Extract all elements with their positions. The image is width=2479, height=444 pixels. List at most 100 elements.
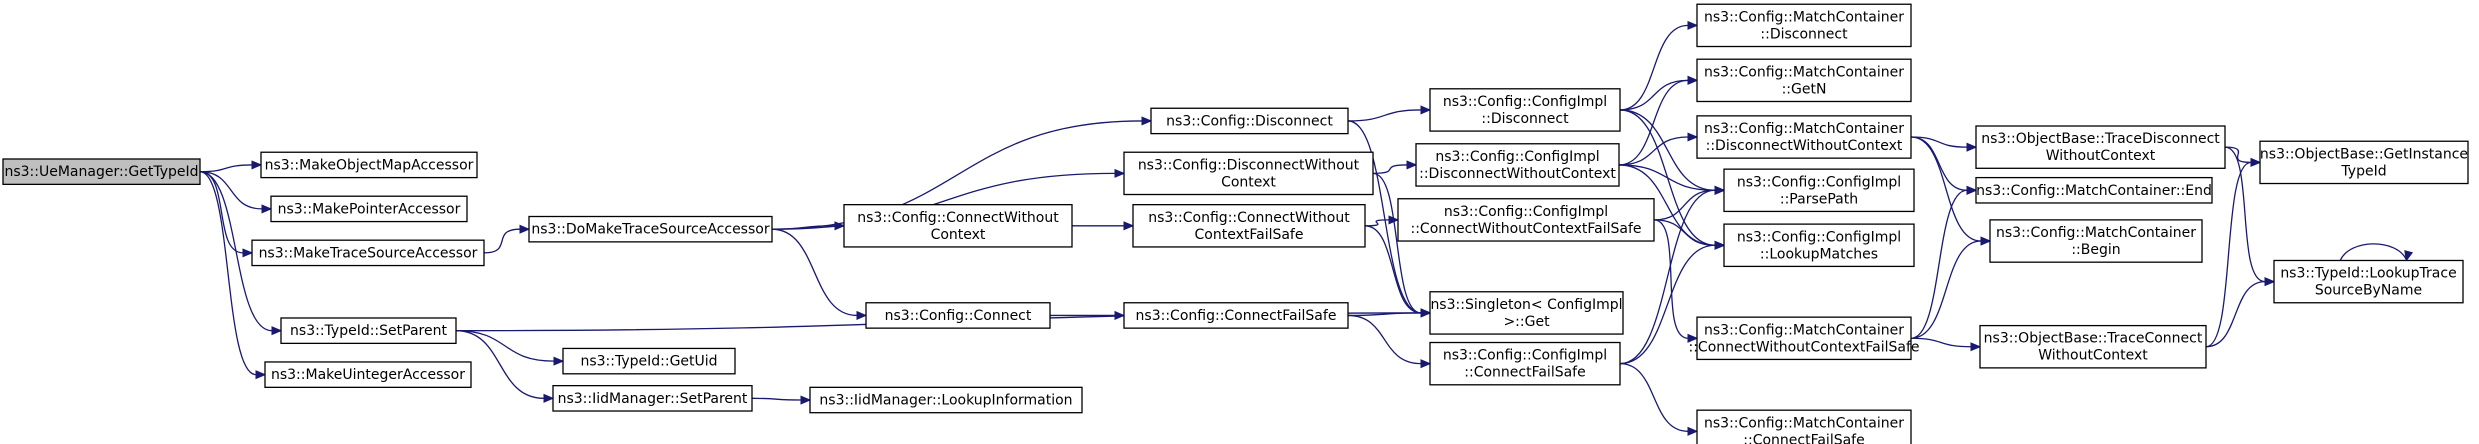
node-box xyxy=(562,347,736,375)
node-typeIdSetParent[interactable]: ns3::TypeId::SetParent xyxy=(280,317,457,345)
node-mcEnd[interactable]: ns3::Config::MatchContainer::End xyxy=(1975,176,2213,204)
node-getTypeId[interactable]: ns3::UeManager::GetTypeId xyxy=(2,158,201,186)
edge-cfgConnect-to-cfgConnectFS xyxy=(1049,310,1126,321)
node-iidLookupInfo[interactable]: ns3::IidManager::LookupInformation xyxy=(809,386,1083,414)
edge-line xyxy=(455,330,545,399)
edge-line xyxy=(1619,24,1689,111)
edge-line xyxy=(1364,225,1422,314)
node-makeUinteger[interactable]: ns3::MakeUintegerAccessor xyxy=(264,361,472,388)
edge-line xyxy=(1619,109,1716,191)
node-box xyxy=(270,195,468,223)
node-implConnectFS[interactable]: ns3::Config::ConfigImpl::ConnectFailSafe xyxy=(1429,341,1621,386)
node-label-line: ns3::Config::MatchContainer xyxy=(1704,415,1904,431)
edge-arrowhead xyxy=(1714,185,1726,195)
node-box xyxy=(2273,259,2464,304)
node-implDisconnect[interactable]: ns3::Config::ConfigImpl::Disconnect xyxy=(1429,88,1621,132)
node-makePointer[interactable]: ns3::MakePointerAccessor xyxy=(270,195,468,223)
node-cfgDisconnectWoCtx[interactable]: ns3::Config::DisconnectWithoutContext xyxy=(1123,151,1374,196)
edge-line xyxy=(1618,79,1689,166)
node-makeObjectMap[interactable]: ns3::MakeObjectMapAccessor xyxy=(260,151,478,179)
node-label-line: ::ParsePath xyxy=(1780,191,1858,207)
edge-arrowhead xyxy=(800,395,812,405)
node-box xyxy=(1723,223,1915,268)
edge-implConnectFS-to-implLookupMatches xyxy=(1619,240,1726,365)
node-label-line: ns3::Config::MatchContainer xyxy=(1704,9,1904,25)
node-typeIdGetUid[interactable]: ns3::TypeId::GetUid xyxy=(562,347,736,375)
node-mcDisconnect[interactable]: ns3::Config::MatchContainer::Disconnect xyxy=(1696,3,1912,48)
node-makeTraceSrc[interactable]: ns3::MakeTraceSourceAccessor xyxy=(251,239,485,267)
node-implParsePath[interactable]: ns3::Config::ConfigImpl::ParsePath xyxy=(1723,168,1915,213)
node-mcBegin[interactable]: ns3::Config::MatchContainer::Begin xyxy=(1989,219,2203,263)
edge-line xyxy=(2205,280,2266,348)
node-box xyxy=(1975,125,2226,169)
node-mcConnectFS[interactable]: ns3::Config::MatchContainer::ConnectFail… xyxy=(1696,409,1912,444)
node-mcDisconnectWoCtx[interactable]: ns3::Config::MatchContainer::DisconnectW… xyxy=(1696,115,1912,159)
edge-arrowhead xyxy=(1687,333,1699,343)
edge-line xyxy=(2224,146,2266,283)
edge-line xyxy=(771,225,836,230)
edge-arrowhead xyxy=(261,204,273,214)
node-label-line: ns3::Config::ConfigImpl xyxy=(1444,204,1608,220)
node-box xyxy=(1696,316,1912,361)
node-box xyxy=(1397,198,1655,242)
edge-arrowhead xyxy=(1687,132,1699,142)
node-implConnectWoCtxFS[interactable]: ns3::Config::ConfigImpl::ConnectWithoutC… xyxy=(1397,198,1655,242)
edge-line xyxy=(199,171,257,376)
node-doMakeTraceSrc[interactable]: ns3::DoMakeTraceSourceAccessor xyxy=(528,215,773,243)
node-label-line: ns3::IidManager::SetParent xyxy=(558,391,748,407)
edge-typeIdSetParent-to-typeIdGetUid xyxy=(455,330,565,366)
edge-line xyxy=(1910,136,1982,242)
node-cfgConnectFS[interactable]: ns3::Config::ConnectFailSafe xyxy=(1123,302,1349,329)
node-box xyxy=(1979,324,2207,369)
node-box xyxy=(2259,140,2469,185)
edge-cfgConnectWoCtx-to-cfgConnectWoCtxFS xyxy=(1072,221,1135,231)
edge-arrowhead xyxy=(255,370,267,380)
node-box xyxy=(260,151,478,179)
edge-line xyxy=(1910,136,1968,191)
node-label-line: ns3::Config::MatchContainer xyxy=(1996,225,2196,241)
node-label-line: SourceByName xyxy=(2315,283,2422,299)
node-box xyxy=(843,204,1073,248)
node-box xyxy=(1123,151,1374,196)
node-box xyxy=(264,361,472,388)
node-cfgConnectWoCtx[interactable]: ns3::Config::ConnectWithoutContext xyxy=(843,204,1073,248)
node-label-line: ::DisconnectWithoutContext xyxy=(1706,138,1903,154)
node-obTraceDisconnectWoCtx[interactable]: ns3::ObjectBase::TraceDisconnectWithoutC… xyxy=(1975,125,2226,169)
edge-line xyxy=(1910,136,1968,148)
node-box xyxy=(1696,58,1912,103)
node-mcGetN[interactable]: ns3::Config::MatchContainer::GetN xyxy=(1696,58,1912,103)
node-label-line: ns3::Config::ConnectFailSafe xyxy=(1136,308,1337,324)
edge-arrowhead xyxy=(242,248,254,258)
node-label-line: ns3::MakeTraceSourceAccessor xyxy=(259,245,478,261)
node-obTraceConnectWoCtx[interactable]: ns3::ObjectBase::TraceConnectWithoutCont… xyxy=(1979,324,2207,369)
node-cfgConnectWoCtxFS[interactable]: ns3::Config::ConnectWithoutContextFailSa… xyxy=(1132,204,1366,248)
edge-obTraceConnectWoCtx-to-obGetInstanceTypeId xyxy=(2205,157,2262,348)
edge-arrowhead xyxy=(1420,105,1432,115)
node-box xyxy=(1696,115,1912,159)
node-cfgConnect[interactable]: ns3::Config::Connect xyxy=(865,302,1051,329)
node-implDisconnectWoCtx[interactable]: ns3::Config::ConfigImpl::DisconnectWitho… xyxy=(1415,143,1620,187)
edge-arrowhead xyxy=(1406,160,1418,170)
node-cfgDisconnect[interactable]: ns3::Config::Disconnect xyxy=(1150,107,1349,135)
edge-iidSetParent-to-iidLookupInfo xyxy=(751,395,812,405)
node-label-line: Context xyxy=(1221,174,1276,190)
node-label-line: TypeId xyxy=(2340,163,2386,179)
edge-line xyxy=(1372,164,1408,175)
node-iidSetParent[interactable]: ns3::IidManager::SetParent xyxy=(552,384,753,412)
edge-line xyxy=(1619,244,1716,365)
edge-cfgDisconnectWoCtx-to-implDisconnectWoCtx xyxy=(1372,160,1418,175)
node-mcConnectWoCtxFS[interactable]: ns3::Config::MatchContainer::ConnectWith… xyxy=(1688,316,1920,361)
edge-arrowhead xyxy=(1420,308,1432,318)
node-label-line: ::Begin xyxy=(2071,242,2120,258)
node-label-line: WithoutContext xyxy=(2046,148,2156,164)
node-box xyxy=(1989,219,2203,263)
edge-line xyxy=(1910,337,1972,348)
node-singletonGet[interactable]: ns3::Singleton< ConfigImpl >::Get xyxy=(1429,291,1624,335)
node-label-line: ns3::Config::MatchContainer xyxy=(1704,121,1904,137)
node-box xyxy=(1723,168,1915,213)
node-implLookupMatches[interactable]: ns3::Config::ConfigImpl::LookupMatches xyxy=(1723,223,1915,268)
edge-implConnectWoCtxFS-to-mcConnectWoCtxFS xyxy=(1653,219,1699,343)
node-box xyxy=(1123,302,1349,329)
